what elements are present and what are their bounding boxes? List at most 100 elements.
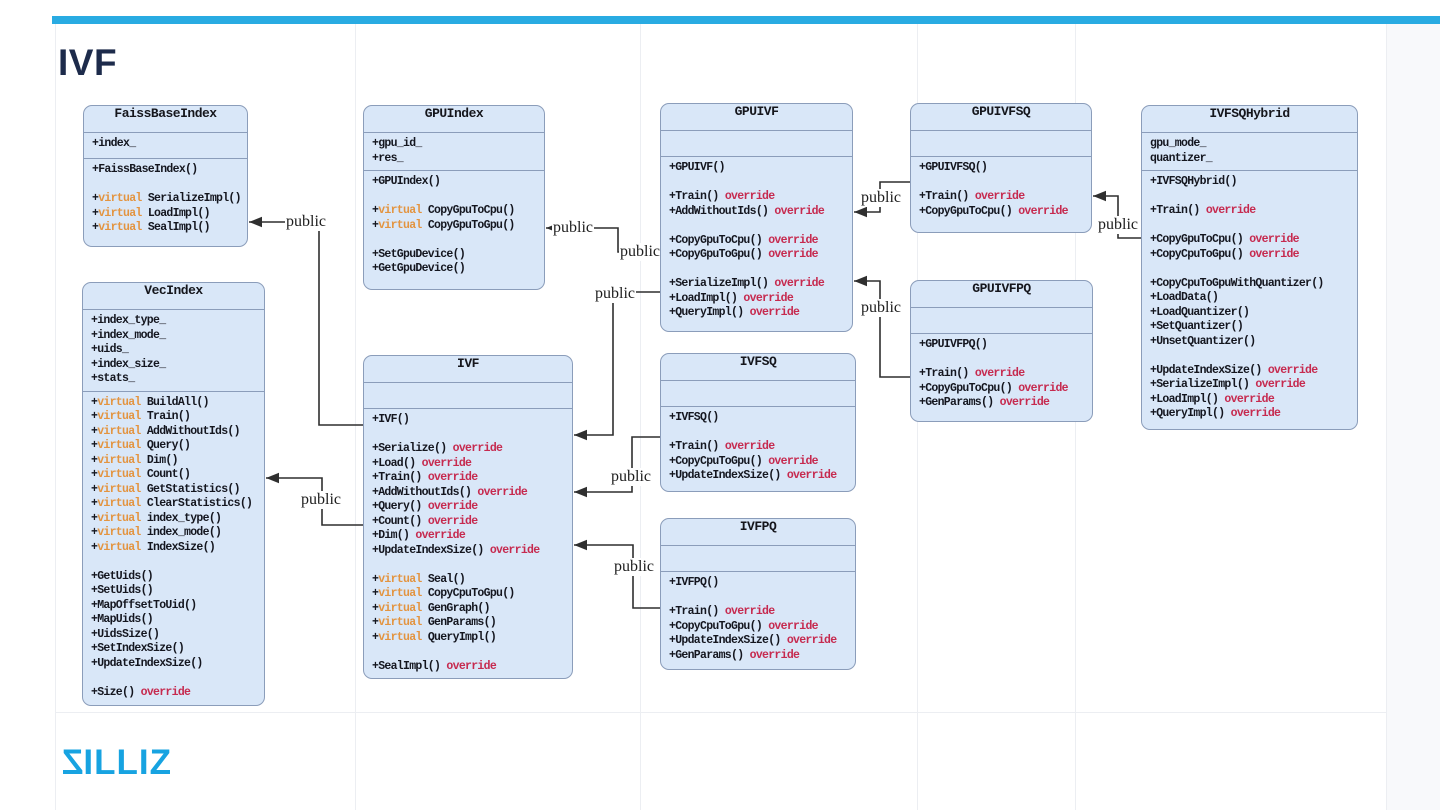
attributes-section: [661, 546, 855, 572]
member-line: +SetGpuDevice(): [372, 247, 466, 261]
attributes-section: gpu_mode_quantizer_: [1142, 133, 1357, 171]
member-line: +Train() override: [669, 190, 775, 203]
member-line: +CopyCpuToGpu() override: [1150, 247, 1300, 261]
access-label: public: [1097, 216, 1139, 234]
class-name: GPUIndex: [364, 106, 544, 133]
member-line: +virtual Dim(): [91, 453, 179, 467]
member-line: +SetUids(): [91, 584, 154, 597]
inheritance-line-ivf-to-faissbaseindex: [249, 221, 363, 426]
accent-top-bar: [52, 16, 1440, 24]
member-line: +Load() override: [372, 456, 472, 470]
member-line: +CopyCpuToGpu() override: [669, 454, 819, 468]
class-name: GPUIVFSQ: [911, 104, 1091, 131]
methods-section: +FaissBaseIndex()+virtual SerializeImpl(…: [84, 159, 247, 246]
member-line: +AddWithoutIds() override: [669, 204, 825, 218]
member-line: +CopyCpuToGpuWithQuantizer(): [1150, 276, 1324, 290]
class-name: IVF: [364, 356, 572, 383]
member-spacer: [669, 263, 844, 278]
member-line: +SerializeImpl() override: [669, 277, 825, 290]
logo-letter: L: [116, 743, 139, 782]
member-line: +UnsetQuantizer(): [1150, 334, 1256, 348]
member-line: +index_: [92, 137, 136, 150]
grid-line: [55, 24, 56, 810]
inheritance-arrowhead: [574, 429, 587, 441]
member-line: +Query() override: [372, 500, 478, 513]
class-name: VecIndex: [83, 283, 264, 310]
page-right-margin: [1386, 24, 1440, 810]
access-label: public: [860, 299, 902, 317]
attributes-section: [661, 381, 855, 407]
member-spacer: [91, 671, 256, 686]
member-line: +index_mode_: [91, 328, 166, 342]
class-gpuivfpq: GPUIVFPQ+GPUIVFPQ()+Train() override+Cop…: [910, 280, 1093, 422]
member-line: +res_: [372, 151, 404, 165]
member-line: +GenParams() override: [919, 396, 1050, 409]
member-line: +UpdateIndexSize() override: [669, 469, 837, 482]
member-line: +UpdateIndexSize() override: [372, 543, 540, 557]
class-gpuivfsq: GPUIVFSQ +GPUIVFSQ() +Train() override+Cop…: [910, 103, 1092, 233]
methods-section: +IVF()+Serialize() override+Load() overr…: [364, 409, 572, 678]
member-line: +SetIndexSize(): [91, 642, 185, 655]
inheritance-line-gpuivfpq-to-gpuivf: [854, 280, 910, 378]
member-spacer: [669, 591, 847, 606]
member-line: +Size() override: [91, 685, 191, 699]
member-line: +Dim() override: [372, 529, 466, 542]
logo-letter: Z: [61, 743, 84, 782]
member-spacer: [669, 219, 844, 234]
grid-line: [55, 712, 1386, 713]
member-line: +CopyGpuToCpu() override: [919, 204, 1069, 218]
member-line: +virtual GenGraph(): [372, 601, 491, 615]
attributes-section: [661, 131, 852, 157]
member-spacer: [669, 426, 847, 441]
member-line: +virtual IndexSize(): [91, 540, 216, 554]
member-line: +QueryImpl() override: [669, 306, 800, 319]
member-line: +UpdateIndexSize(): [91, 656, 203, 670]
logo-letter: I: [138, 743, 150, 782]
methods-section: +virtual BuildAll()+virtual Train()+virt…: [83, 392, 264, 706]
inheritance-line-ivfpq-to-ivf: [574, 544, 660, 609]
member-line: +index_size_: [91, 357, 166, 371]
member-line: +IVFPQ(): [669, 576, 719, 589]
member-line: +gpu_id_: [372, 137, 422, 150]
member-spacer: [372, 233, 536, 248]
member-line: +GPUIVF(): [669, 161, 726, 174]
class-gpuivf: GPUIVF+GPUIVF()+Train() override+AddWith…: [660, 103, 853, 332]
member-line: +virtual LoadImpl(): [92, 206, 211, 220]
member-line: +SetQuantizer(): [1150, 320, 1244, 333]
member-line: +stats_: [91, 372, 135, 385]
inheritance-line-ivfsq-to-ivf: [574, 436, 660, 493]
member-spacer: [919, 353, 1084, 368]
member-line: +virtual Seal(): [372, 572, 466, 586]
member-line: gpu_mode_: [1150, 137, 1207, 150]
member-line: +GPUIVFSQ(): [919, 161, 988, 174]
inheritance-arrowhead: [574, 486, 587, 498]
member-line: +Train() override: [919, 367, 1025, 380]
member-line: +GPUIVFPQ(): [919, 338, 988, 351]
attributes-section: +index_type_+index_mode_+uids_+index_siz…: [83, 310, 264, 392]
grid-line: [640, 24, 641, 810]
access-label: public: [552, 219, 594, 237]
member-line: +Train() override: [372, 471, 478, 484]
attributes-section: +gpu_id_+res_: [364, 133, 544, 171]
member-spacer: [1150, 190, 1349, 205]
member-line: +Count() override: [372, 514, 478, 528]
access-label: public: [610, 468, 652, 486]
member-line: +virtual SerializeImpl(): [92, 192, 242, 205]
member-line: +LoadData(): [1150, 291, 1219, 304]
member-spacer: [919, 176, 1083, 191]
methods-section: +IVFSQ()+Train() override+CopyCpuToGpu()…: [661, 407, 855, 491]
member-line: +CopyGpuToCpu() override: [669, 233, 819, 247]
inheritance-arrowhead: [266, 472, 279, 484]
member-line: +IVFSQHybrid(): [1150, 175, 1238, 188]
member-line: +virtual Count(): [91, 468, 191, 481]
class-gpuindex: GPUIndex+gpu_id_+res_+GPUIndex()+virtual…: [363, 105, 545, 290]
member-spacer: [92, 178, 239, 193]
member-line: +IVF(): [372, 413, 410, 426]
member-line: +Train() override: [919, 190, 1025, 203]
member-line: +GetUids(): [91, 569, 154, 583]
member-line: +UpdateIndexSize() override: [1150, 363, 1318, 377]
logo-letter: L: [94, 743, 117, 782]
page-title: IVF: [58, 42, 118, 83]
access-label: public: [285, 213, 327, 231]
